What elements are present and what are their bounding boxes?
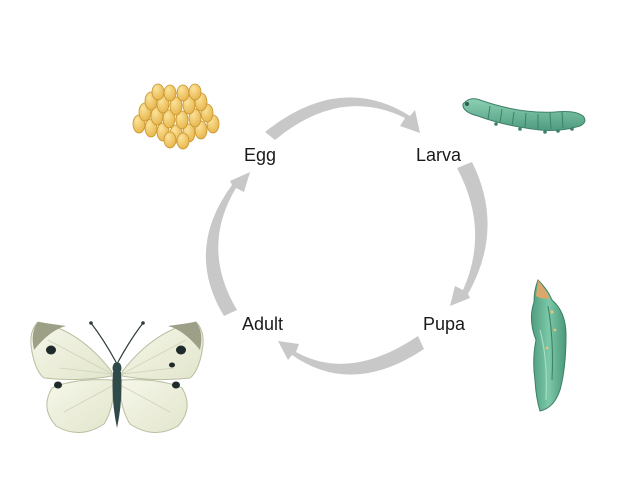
stage-label-pupa: Pupa (423, 314, 466, 334)
egg-cluster-icon (132, 83, 220, 150)
stage-label-adult: Adult (242, 314, 284, 334)
stage-label-egg: Egg (244, 145, 277, 165)
arrow-larva-to-pupa (450, 162, 488, 306)
butterfly-icon (30, 321, 204, 433)
caterpillar-icon (462, 98, 586, 134)
stage-label-larva: Larva (416, 145, 462, 165)
arrow-egg-to-larva (265, 97, 420, 140)
cycle-arrows (205, 97, 488, 375)
chrysalis-icon (530, 279, 567, 412)
arrow-pupa-to-adult (278, 336, 424, 375)
arrow-adult-to-egg (205, 172, 250, 316)
